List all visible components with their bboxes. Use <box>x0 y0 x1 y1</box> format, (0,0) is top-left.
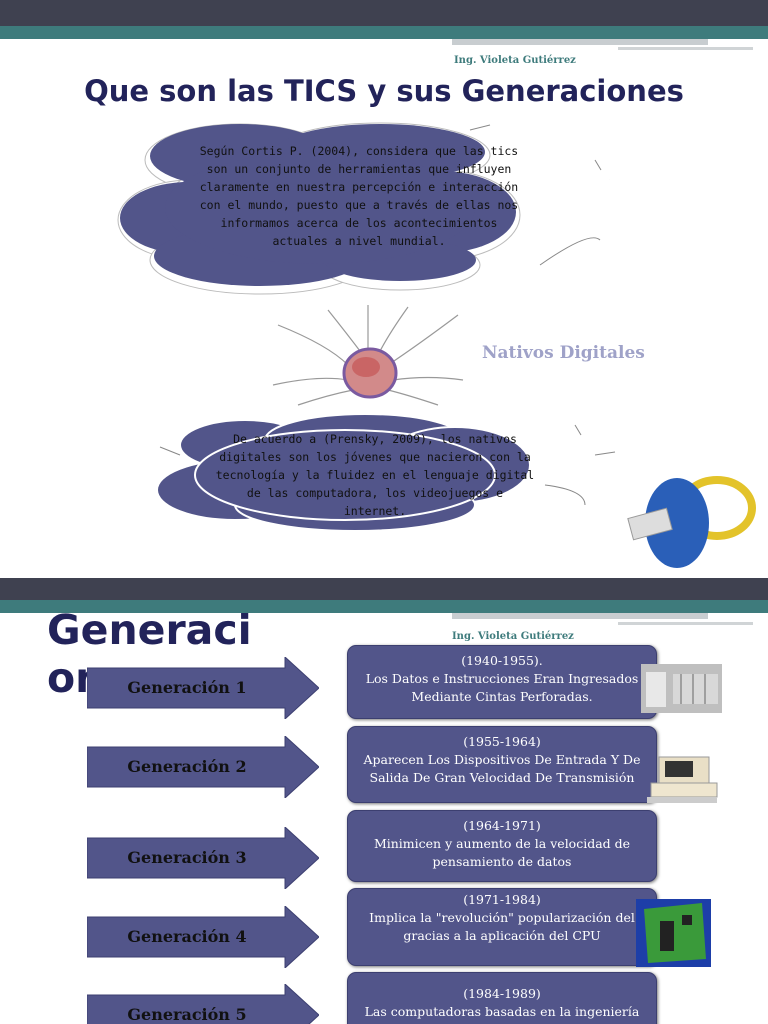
generation-box-4: (1971-1984) Implica la "revolución" popul… <box>347 888 657 966</box>
generation-description: Implica la "revolución" popularización d… <box>369 910 635 943</box>
generation-arrow-2: Generación 2 <box>87 736 319 798</box>
header-accent-bar <box>0 600 768 613</box>
personal-computer-photo <box>647 756 718 803</box>
generation-description: Los Datos e Instrucciones Eran Ingresado… <box>365 671 639 704</box>
generation-box-2: (1955-1964) Aparecen Los Dispositivos De … <box>347 726 657 803</box>
header-bar <box>0 578 768 604</box>
generation-years: (1955-1964) <box>463 734 541 749</box>
author-label: Ing. Violeta Gutiérrez <box>452 631 574 642</box>
generation-label: Generación 4 <box>127 927 247 946</box>
generation-description: Las computadoras basadas en la ingenierí… <box>364 1004 640 1019</box>
generation-box-1: (1940-1955). Los Datos e Instrucciones Er… <box>347 645 657 719</box>
slide-title: Que son las TICS y sus Generaciones <box>84 74 684 108</box>
cloud-2-text: De acuerdo a (Prensky, 2009), los nativo… <box>215 432 535 518</box>
generation-years: (1971-1984) <box>463 892 541 907</box>
header-accent-bar <box>0 26 768 39</box>
generation-arrow-3: Generación 3 <box>87 827 319 889</box>
generation-label: Generación 2 <box>127 757 247 776</box>
generation-years: (1964-1971) <box>463 818 541 833</box>
cloud-1-text: Según Cortis P. (2004), considera que la… <box>199 144 519 248</box>
slide-2: Generaciones Ing. Violeta Gutiérrez Gene… <box>0 578 768 1024</box>
generation-box-5: (1984-1989) Las computadoras basadas en l… <box>347 972 657 1024</box>
mainframe-photo <box>641 664 722 713</box>
header-line <box>452 39 708 45</box>
generation-label: Generación 5 <box>127 1005 247 1024</box>
nativos-digitales-heading: Nativos Digitales <box>482 343 645 363</box>
generation-years: (1984-1989) <box>463 986 541 1001</box>
author-label: Ing. Violeta Gutiérrez <box>454 55 576 66</box>
thought-cloud-1 <box>117 122 610 295</box>
slide-1: Ing. Violeta Gutiérrez Que son las TICS … <box>0 0 768 568</box>
header-bar <box>0 0 768 26</box>
generation-label: Generación 3 <box>127 848 247 867</box>
generation-description: Minimicen y aumento de la velocidad de p… <box>373 836 631 869</box>
generation-arrow-1: Generación 1 <box>87 657 319 719</box>
generation-description: Aparecen Los Dispositivos De Entrada Y D… <box>363 752 641 785</box>
thought-cloud-2 <box>156 413 616 532</box>
usb-pacifier-image <box>627 476 756 568</box>
generation-years: (1940-1955). <box>461 653 543 668</box>
generation-box-3: (1964-1971) Minimicen y aumento de la vel… <box>347 810 657 882</box>
embryo-illustration <box>272 305 464 406</box>
header-line <box>618 47 753 50</box>
generation-arrow-5: Generación 5 <box>87 984 319 1024</box>
generation-arrow-4: Generación 4 <box>87 906 319 968</box>
header-line <box>618 622 753 625</box>
circuit-board-photo <box>636 899 711 967</box>
generation-label: Generación 1 <box>127 678 247 697</box>
header-line <box>452 613 708 619</box>
